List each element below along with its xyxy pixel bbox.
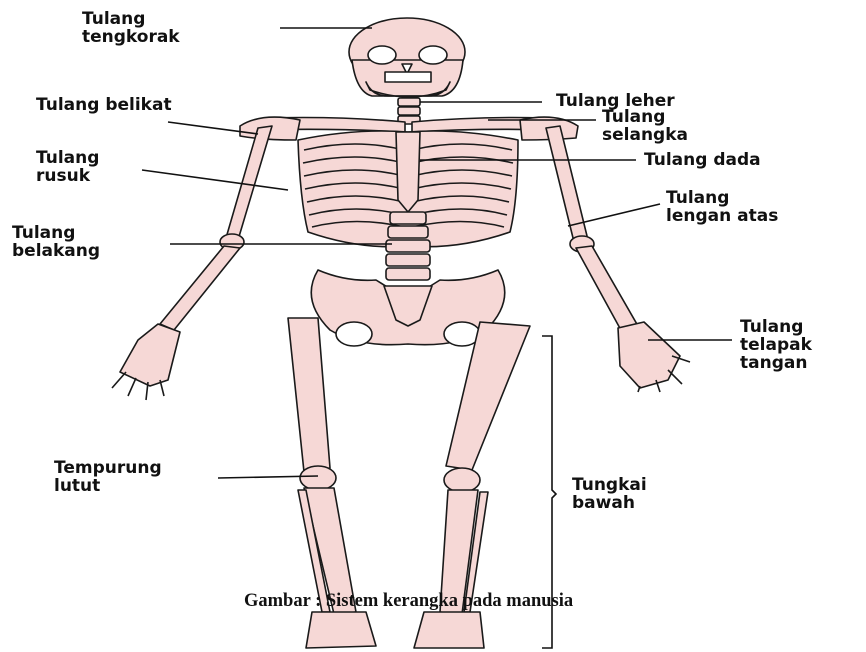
hand-right <box>618 322 680 388</box>
forearm-right <box>576 246 638 332</box>
sternum <box>396 132 420 212</box>
leader-rusuk <box>142 170 288 190</box>
label-tulang-telapak-tangan: Tulangtelapaktangan <box>740 318 812 372</box>
eye-socket-left <box>368 46 396 64</box>
lumbar-vertebra <box>386 240 430 252</box>
lumbar-vertebra <box>388 226 428 238</box>
femur-left <box>288 318 330 472</box>
lumbar-vertebra <box>390 212 426 224</box>
lumbar-vertebra <box>386 268 430 280</box>
obturator-left <box>336 322 372 346</box>
hand-left <box>120 324 180 386</box>
foot-left <box>306 612 376 648</box>
humerus-right <box>546 126 588 242</box>
label-tulang-belikat: Tulang belikat <box>36 96 172 114</box>
label-tungkai-bawah: Tungkaibawah <box>572 476 647 512</box>
patella-left <box>300 466 336 490</box>
patella-right <box>444 468 480 492</box>
label-tulang-belakang: Tulangbelakang <box>12 224 100 260</box>
teeth <box>385 72 431 82</box>
label-tempurung-lutut: Tempurunglutut <box>54 459 162 495</box>
eye-socket-right <box>419 46 447 64</box>
lumbar-vertebra <box>386 254 430 266</box>
neck-vertebra <box>398 107 420 115</box>
label-tulang-tengkorak: Tulangtengkorak <box>82 10 180 46</box>
label-tulang-selangka: Tulangselangka <box>602 108 688 144</box>
foot-right <box>414 612 484 648</box>
label-tulang-lengan-atas: Tulanglengan atas <box>666 189 778 225</box>
label-tulang-dada: Tulang dada <box>644 151 761 169</box>
label-tulang-rusuk: Tulangrusuk <box>36 149 99 185</box>
neck-vertebra <box>398 98 420 106</box>
figure-caption: Gambar : Sistem kerangka pada manusia <box>244 591 573 612</box>
forearm-left <box>160 246 240 330</box>
